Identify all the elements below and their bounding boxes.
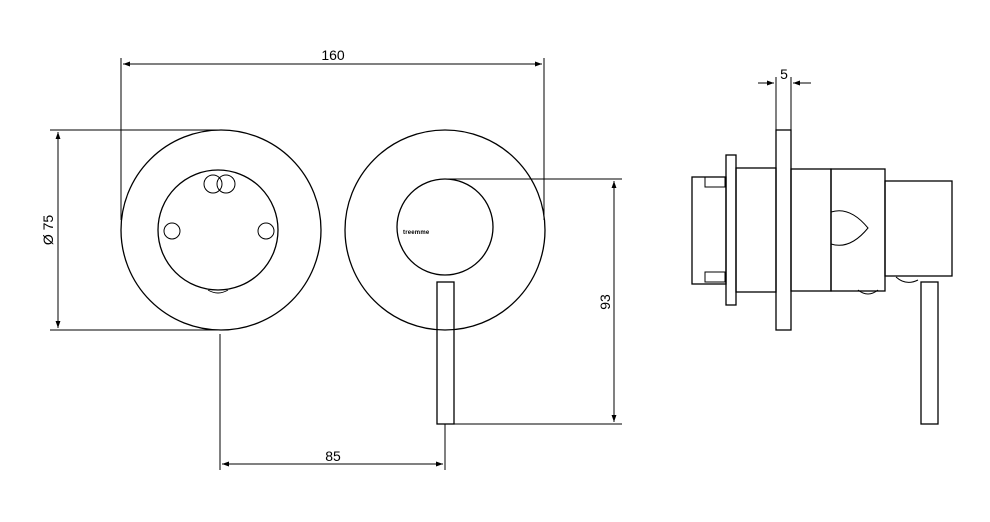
mounting-flange — [725, 154, 737, 306]
lever-joint — [895, 276, 919, 283]
dimension-overall-width: 160 — [120, 47, 545, 220]
cartridge-housing — [790, 168, 832, 292]
lever-pivot-tab — [857, 289, 879, 295]
knob-bottom-tab — [207, 289, 229, 294]
dimension-plate-diameter: Ø 75 — [40, 129, 221, 331]
rear-pin-bottom — [704, 271, 726, 283]
handle-body — [830, 168, 886, 292]
handle-cutout — [830, 210, 869, 246]
knob-indicator-ring-left — [203, 174, 223, 194]
rear-pin-top — [704, 176, 726, 188]
mixer-plate-front-view: treemme — [344, 129, 546, 425]
side-lever — [920, 281, 939, 425]
side-view — [691, 129, 953, 425]
dimension-center-distance: 85 — [219, 334, 446, 470]
diverter-plate-outline — [120, 129, 322, 331]
dimension-label-160: 160 — [321, 47, 345, 63]
diverter-knob — [157, 169, 279, 291]
mixer-lever — [436, 281, 455, 425]
diverter-plate-front-view — [120, 129, 322, 331]
dimension-label-75: Ø 75 — [40, 215, 56, 246]
mixer-plate-outline — [344, 129, 546, 331]
knob-hole-left — [163, 222, 181, 240]
knob-hole-right — [257, 222, 275, 240]
mixer-handle-knob — [396, 178, 494, 276]
dimension-label-93: 93 — [597, 294, 613, 310]
handle-cap — [884, 180, 953, 277]
dimension-plate-thickness: 5 — [758, 66, 811, 130]
handle-logo: treemme — [403, 230, 430, 236]
knob-indicator-ring-right — [216, 174, 236, 194]
rear-body-block — [691, 176, 727, 285]
dimension-handle-drop: 93 — [445, 178, 622, 425]
dimension-label-85: 85 — [325, 448, 341, 464]
wall-plate-section — [775, 129, 792, 331]
valve-body — [735, 167, 777, 293]
dimension-label-5: 5 — [780, 66, 788, 82]
